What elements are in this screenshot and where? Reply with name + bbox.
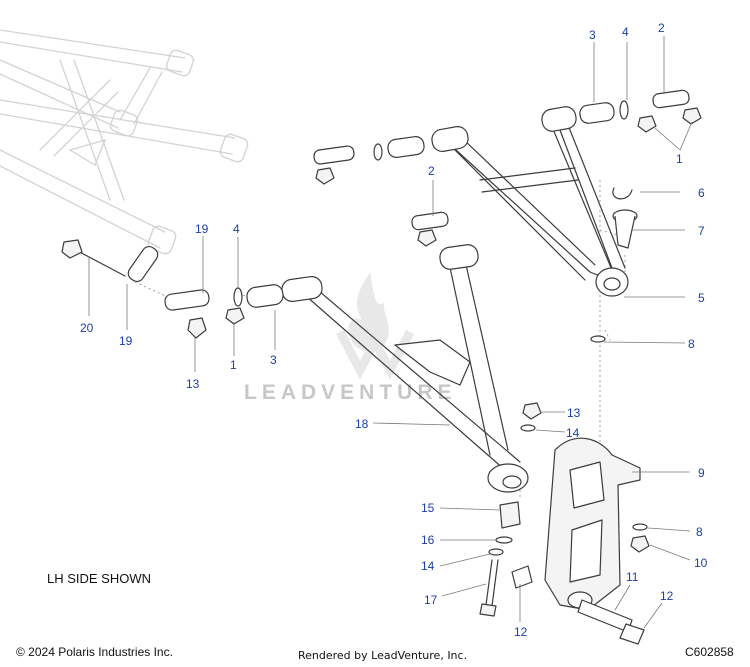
side-note-label: LH SIDE SHOWN xyxy=(47,571,152,586)
callout-18[interactable]: 18 xyxy=(355,417,369,431)
callout-12-bottom[interactable]: 12 xyxy=(514,625,528,639)
callout-2-mid[interactable]: 2 xyxy=(428,164,435,178)
callout-17[interactable]: 17 xyxy=(424,593,438,607)
callout-1-top-right[interactable]: 1 xyxy=(676,152,683,166)
callout-11[interactable]: 11 xyxy=(626,570,639,584)
lower-a-arm xyxy=(281,244,529,493)
callout-4-top[interactable]: 4 xyxy=(622,25,629,39)
callout-14-lower[interactable]: 14 xyxy=(421,559,435,573)
callout-3-top[interactable]: 3 xyxy=(589,28,596,42)
callouts: 3 4 2 1 2 6 7 5 8 19 4 20 19 13 1 3 18 1… xyxy=(80,21,708,639)
upper-a-arm xyxy=(431,106,629,297)
callout-3-left[interactable]: 3 xyxy=(270,353,277,367)
callout-19-bottom[interactable]: 19 xyxy=(119,334,133,348)
copyright-text: © 2024 Polaris Industries Inc. xyxy=(16,645,173,659)
callout-12-right[interactable]: 12 xyxy=(660,589,674,603)
callout-14-upper[interactable]: 14 xyxy=(566,426,580,440)
rendered-by-text: Rendered by LeadVenture, Inc. xyxy=(298,649,468,662)
upper-pivot-hardware xyxy=(313,89,702,247)
ball-joint-parts xyxy=(590,187,638,343)
leader-lines xyxy=(88,36,693,629)
callout-13-right[interactable]: 13 xyxy=(567,406,581,420)
callout-6[interactable]: 6 xyxy=(698,186,705,200)
callout-15[interactable]: 15 xyxy=(421,501,435,515)
callout-7[interactable]: 7 xyxy=(698,224,705,238)
callout-4-left[interactable]: 4 xyxy=(233,222,240,236)
callout-2-top-right[interactable]: 2 xyxy=(658,21,665,35)
callout-8-upper[interactable]: 8 xyxy=(688,337,695,351)
callout-16[interactable]: 16 xyxy=(421,533,435,547)
callout-1-left[interactable]: 1 xyxy=(230,358,237,372)
callout-9[interactable]: 9 xyxy=(698,466,705,480)
diagram-code: C602858 xyxy=(685,645,734,659)
lower-knuckle-hardware xyxy=(479,501,645,645)
lower-pivot-hardware xyxy=(61,239,284,339)
ghost-frame xyxy=(0,29,249,255)
callout-5[interactable]: 5 xyxy=(698,291,705,305)
callout-10[interactable]: 10 xyxy=(694,556,708,570)
callout-20[interactable]: 20 xyxy=(80,321,94,335)
watermark-text: LEADVENTURE xyxy=(244,381,457,404)
callout-13-left[interactable]: 13 xyxy=(186,377,200,391)
callout-19-top[interactable]: 19 xyxy=(195,222,209,236)
callout-8-lower[interactable]: 8 xyxy=(696,525,703,539)
